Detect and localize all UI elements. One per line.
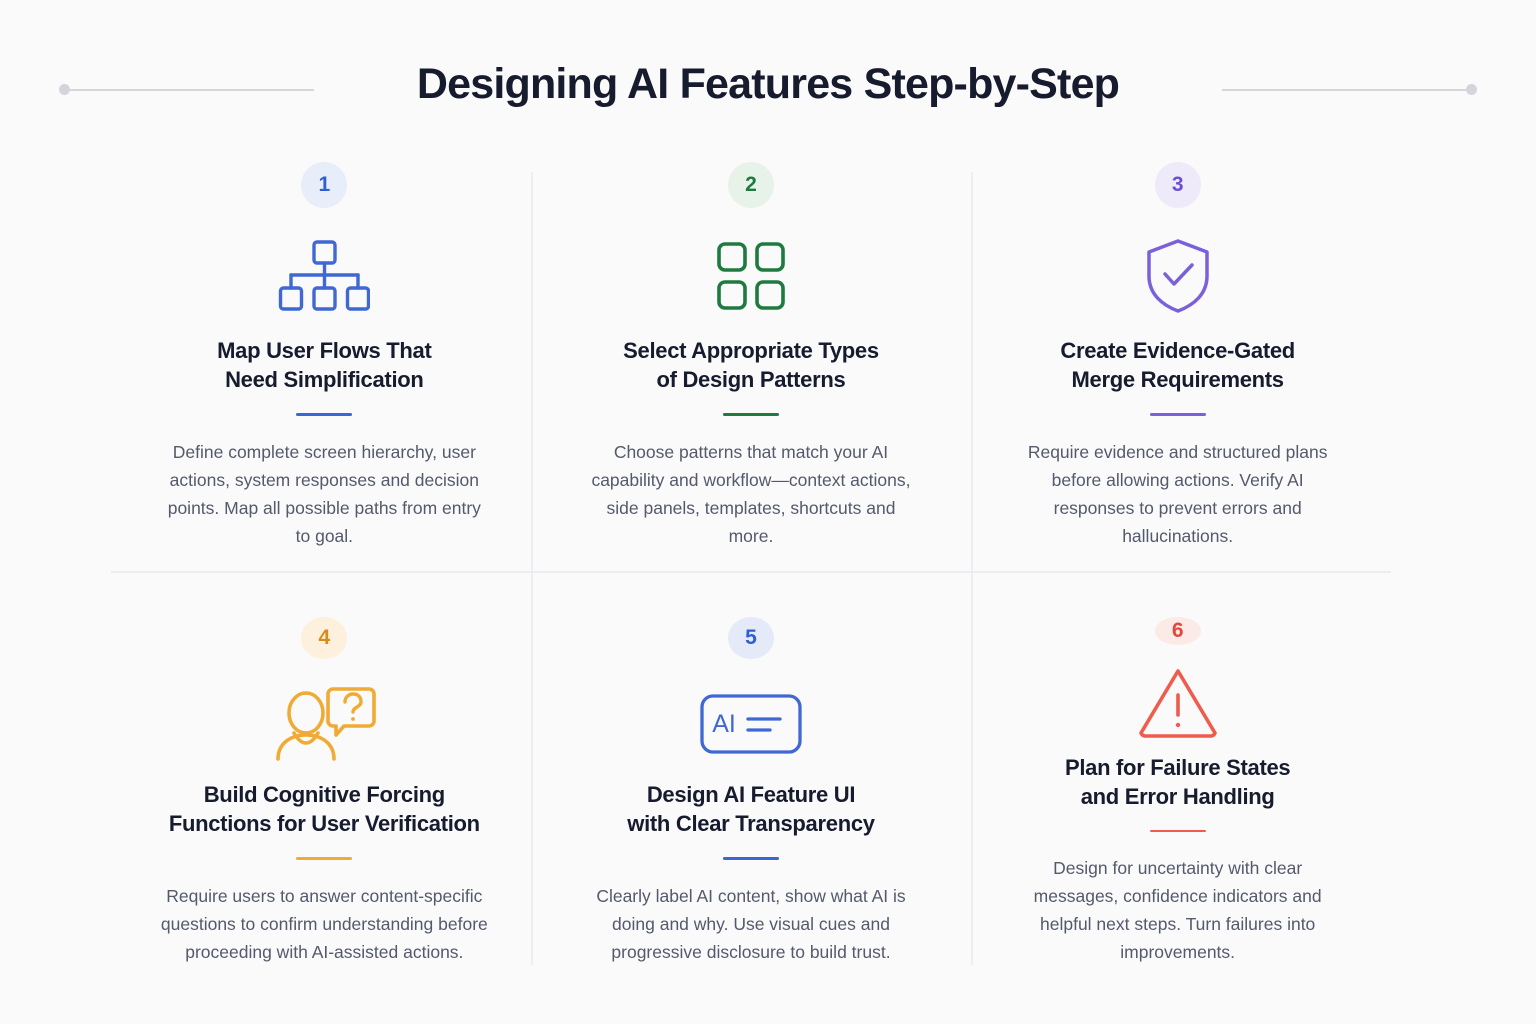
alert-triangle-icon xyxy=(1138,667,1218,739)
header: Designing AI Features Step-by-Step xyxy=(0,52,1536,116)
page-title: Designing AI Features Step-by-Step xyxy=(416,59,1120,108)
step-title-3: Create Evidence-Gated Merge Requirements xyxy=(1060,338,1295,392)
step-accent-4 xyxy=(296,857,353,860)
step-body-1: Define complete screen hierarchy, user a… xyxy=(167,442,481,546)
step-card-3: 3 Create Evidence-Gated Merge Requiremen… xyxy=(964,152,1391,571)
step-body-5: Clearly label AI content, show what AI i… xyxy=(596,886,906,962)
step-accent-1 xyxy=(296,413,353,416)
step-title-5: Design AI Feature UI with Clear Transpar… xyxy=(627,782,875,837)
title-rule-left xyxy=(70,89,314,91)
step-number-4: 4 xyxy=(318,626,331,650)
step-number-3: 3 xyxy=(1171,173,1184,196)
step-number-badge-1: 1 xyxy=(301,162,348,208)
step-body-4: Require users to answer content-specific… xyxy=(160,886,488,962)
step-number-badge-4: 4 xyxy=(301,617,348,660)
user-question-icon xyxy=(272,681,377,766)
shield-check-icon xyxy=(1145,230,1211,322)
step-accent-5 xyxy=(722,857,779,860)
step-body-6: Design for uncertainty with clear messag… xyxy=(1033,858,1322,962)
step-number-2: 2 xyxy=(745,173,757,196)
step-body-3: Require evidence and structured plans be… xyxy=(1027,442,1328,546)
grid-2x2-icon xyxy=(716,230,786,322)
step-card-5: 5 AI Design AI Feature UI with Clear Tra… xyxy=(538,571,965,966)
step-number-6: 6 xyxy=(1171,619,1184,643)
step-card-6: 6 Plan for Failure States and Error Hand… xyxy=(964,571,1391,966)
step-accent-2 xyxy=(722,413,779,416)
step-number-badge-5: 5 xyxy=(727,617,774,660)
title-dot-left xyxy=(59,84,70,95)
svg-text:AI: AI xyxy=(712,710,736,738)
step-title-1: Map User Flows That Need Simplification xyxy=(217,338,432,392)
step-number-1: 1 xyxy=(318,173,331,196)
step-accent-6 xyxy=(1149,830,1206,832)
step-number-badge-3: 3 xyxy=(1154,162,1201,208)
column-divider-1 xyxy=(531,172,533,965)
step-title-2: Select Appropriate Types of Design Patte… xyxy=(623,338,879,392)
step-card-2: 2 Select Appropriate Types of Design Pat… xyxy=(538,152,965,571)
step-title-4: Build Cognitive Forcing Functions for Us… xyxy=(168,782,480,837)
steps-grid: 1 Map User Flows That Need Simplificatio… xyxy=(111,152,1391,966)
row-divider xyxy=(111,571,1391,573)
title-dot-right xyxy=(1466,84,1477,95)
step-number-badge-2: 2 xyxy=(727,162,774,208)
step-body-2: Choose patterns that match your AI capab… xyxy=(591,442,911,546)
step-number-badge-6: 6 xyxy=(1154,617,1201,646)
step-card-1: 1 Map User Flows That Need Simplificatio… xyxy=(111,152,538,571)
step-number-5: 5 xyxy=(745,626,757,650)
ai-label-icon: AI xyxy=(700,681,802,766)
title-rule-right xyxy=(1222,89,1466,91)
step-accent-3 xyxy=(1149,413,1206,416)
step-card-4: 4 Build Cognitive Forcing Functions for … xyxy=(111,571,538,966)
step-title-6: Plan for Failure States and Error Handli… xyxy=(1064,755,1291,810)
hierarchy-icon xyxy=(278,230,371,322)
column-divider-2 xyxy=(971,172,973,965)
